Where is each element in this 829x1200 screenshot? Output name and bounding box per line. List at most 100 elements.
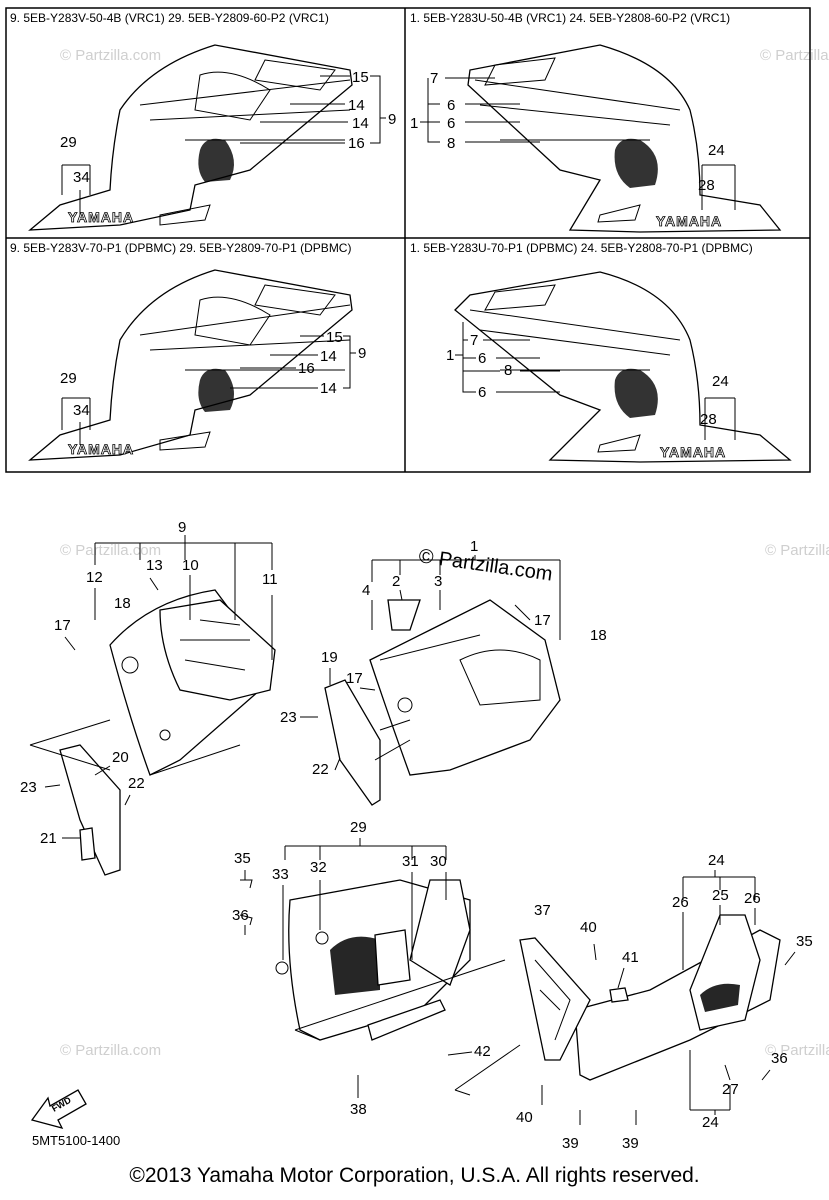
panel-3-fairing: YAMAHA 29 34 15 14 16 14 9 xyxy=(28,269,366,461)
panel-header: 1. 5EB-Y283U-70-P1 (DPBMC) 24. 5EB-Y2808… xyxy=(410,241,753,255)
callout-label: 14 xyxy=(352,115,369,132)
callout-label: 14 xyxy=(320,348,337,365)
callout-label: 32 xyxy=(310,859,327,876)
callout-label: 33 xyxy=(272,866,289,883)
callout-label: 35 xyxy=(234,850,251,867)
copyright-notice: ©2013 Yamaha Motor Corporation, U.S.A. A… xyxy=(129,1164,700,1187)
panel-header: 9. 5EB-Y283V-50-4B (VRC1) 29. 5EB-Y2809-… xyxy=(10,11,329,25)
callouts-24: 24 37 40 41 26 25 26 35 36 27 40 39 39 2… xyxy=(516,852,813,1152)
callout-label: 7 xyxy=(430,70,438,87)
callout-label: 1 xyxy=(470,538,478,555)
watermark: © Partzilla.com xyxy=(760,47,829,64)
panel-4-fairing: YAMAHA 7 6 8 6 1 24 28 xyxy=(446,271,792,463)
callout-label: 31 xyxy=(402,853,419,870)
lower-left-fairing xyxy=(239,879,506,1041)
right-upper-fairing xyxy=(324,599,561,806)
callout-label: 8 xyxy=(504,362,512,379)
callout-label: 7 xyxy=(470,332,478,349)
callout-label: 10 xyxy=(182,557,199,574)
callout-label: 23 xyxy=(280,709,297,726)
callout-label: 18 xyxy=(114,595,131,612)
callout-label: 39 xyxy=(622,1135,639,1152)
watermark: © Partzilla.com xyxy=(60,542,161,559)
callout-label: 16 xyxy=(348,135,365,152)
callout-label: 41 xyxy=(622,949,639,966)
callout-label: 28 xyxy=(700,411,717,428)
callout-label: 13 xyxy=(146,557,163,574)
callout-label: 40 xyxy=(580,919,597,936)
callouts-9: 9 12 13 10 11 18 17 20 23 22 21 xyxy=(20,519,278,847)
callout-label: 24 xyxy=(708,142,725,159)
callout-label: 12 xyxy=(86,569,103,586)
callout-label: 35 xyxy=(796,933,813,950)
callout-label: 34 xyxy=(73,402,90,419)
callout-label: 29 xyxy=(60,370,77,387)
callout-label: 14 xyxy=(320,380,337,397)
callout-label: 37 xyxy=(534,902,551,919)
callout-label: 4 xyxy=(362,582,370,599)
brand-logo: YAMAHA xyxy=(68,209,134,225)
callout-label: 9 xyxy=(178,519,186,536)
callout-label: 17 xyxy=(534,612,551,629)
callouts-29: 29 35 33 32 31 30 36 38 42 xyxy=(232,819,491,1118)
callout-label: 34 xyxy=(73,169,90,186)
callouts-1: 1 4 2 3 17 18 19 17 23 22 xyxy=(280,538,607,778)
watermarks: © Partzilla.com © Partzilla.com © Partzi… xyxy=(60,47,829,1059)
callout-label: 22 xyxy=(312,761,329,778)
panel-header: 9. 5EB-Y283V-70-P1 (DPBMC) 29. 5EB-Y2809… xyxy=(10,241,351,255)
callout-label: 17 xyxy=(54,617,71,634)
callout-label: 28 xyxy=(698,177,715,194)
callout-label: 21 xyxy=(40,830,57,847)
callout-label: 20 xyxy=(112,749,129,766)
panel-header: 1. 5EB-Y283U-50-4B (VRC1) 24. 5EB-Y2808-… xyxy=(410,11,730,25)
callout-label: 2 xyxy=(392,573,400,590)
callout-label: 16 xyxy=(298,360,315,377)
callout-label: 40 xyxy=(516,1109,533,1126)
callout-label: 6 xyxy=(447,97,455,114)
callout-label: 42 xyxy=(474,1043,491,1060)
callout-label: 24 xyxy=(702,1114,719,1131)
callout-label: 3 xyxy=(434,573,442,590)
callout-label: 8 xyxy=(447,135,455,152)
callout-label: 19 xyxy=(321,649,338,666)
watermark: © Partzilla.com xyxy=(765,542,829,559)
callout-label: 26 xyxy=(672,894,689,911)
brand-logo: YAMAHA xyxy=(68,441,134,457)
diagram-code: 5MT5100-1400 xyxy=(32,1133,121,1148)
callout-label: 1 xyxy=(446,347,454,364)
lower-right-fairing xyxy=(454,914,781,1096)
callout-label: 18 xyxy=(590,627,607,644)
fwd-arrow-icon: FWD xyxy=(30,1089,87,1129)
callout-label: 15 xyxy=(352,69,369,86)
callout-label: 6 xyxy=(478,384,486,401)
panel-1-fairing: YAMAHA 29 34 15 14 14 16 9 xyxy=(28,44,396,231)
callout-label: 23 xyxy=(20,779,37,796)
callout-label: 29 xyxy=(350,819,367,836)
callout-label: 38 xyxy=(350,1101,367,1118)
watermark: © Partzilla.com xyxy=(765,1042,829,1059)
left-upper-fairing xyxy=(29,589,276,876)
callout-label: 24 xyxy=(708,852,725,869)
callout-label: 11 xyxy=(262,571,278,588)
callout-label: 26 xyxy=(744,890,761,907)
callout-label: 29 xyxy=(60,134,77,151)
callout-label: 6 xyxy=(478,350,486,367)
brand-logo: YAMAHA xyxy=(656,213,722,229)
callout-label: 9 xyxy=(358,345,366,362)
callout-label: 25 xyxy=(712,887,729,904)
callout-label: 15 xyxy=(326,329,343,346)
callout-label: 36 xyxy=(232,907,249,924)
panel-2-fairing: YAMAHA 7 6 6 8 1 24 28 xyxy=(410,44,782,233)
callout-label: 30 xyxy=(430,853,447,870)
color-panels: 9. 5EB-Y283V-50-4B (VRC1) 29. 5EB-Y2809-… xyxy=(5,7,811,473)
callout-label: 9 xyxy=(388,111,396,128)
callout-label: 36 xyxy=(771,1050,788,1067)
watermark: © Partzilla.com xyxy=(60,1042,161,1059)
callout-label: 17 xyxy=(346,670,363,687)
brand-logo: YAMAHA xyxy=(660,444,726,460)
callout-label: 24 xyxy=(712,373,729,390)
watermark: © Partzilla.com xyxy=(60,47,161,64)
callout-label: 22 xyxy=(128,775,145,792)
callout-label: 39 xyxy=(562,1135,579,1152)
